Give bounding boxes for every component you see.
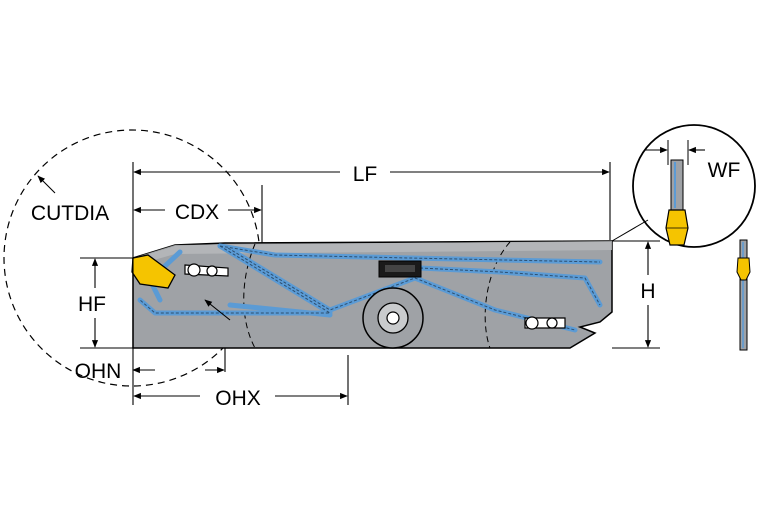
blade-side-view xyxy=(736,239,751,351)
ohn-label: OHN xyxy=(75,360,122,383)
insert xyxy=(131,254,176,289)
ohx-label: OHX xyxy=(215,387,261,410)
hf-label: HF xyxy=(78,293,106,316)
lf-label: LF xyxy=(353,163,378,186)
width-detail-view xyxy=(632,124,756,248)
insert-slot-left xyxy=(184,263,229,277)
h-label: H xyxy=(640,280,655,303)
clamp-screw xyxy=(362,287,424,349)
cdx-label: CDX xyxy=(175,201,219,224)
cutdia-label: CUTDIA xyxy=(31,202,109,225)
wf-label: WF xyxy=(708,159,741,182)
insert-slot-right xyxy=(524,316,566,330)
